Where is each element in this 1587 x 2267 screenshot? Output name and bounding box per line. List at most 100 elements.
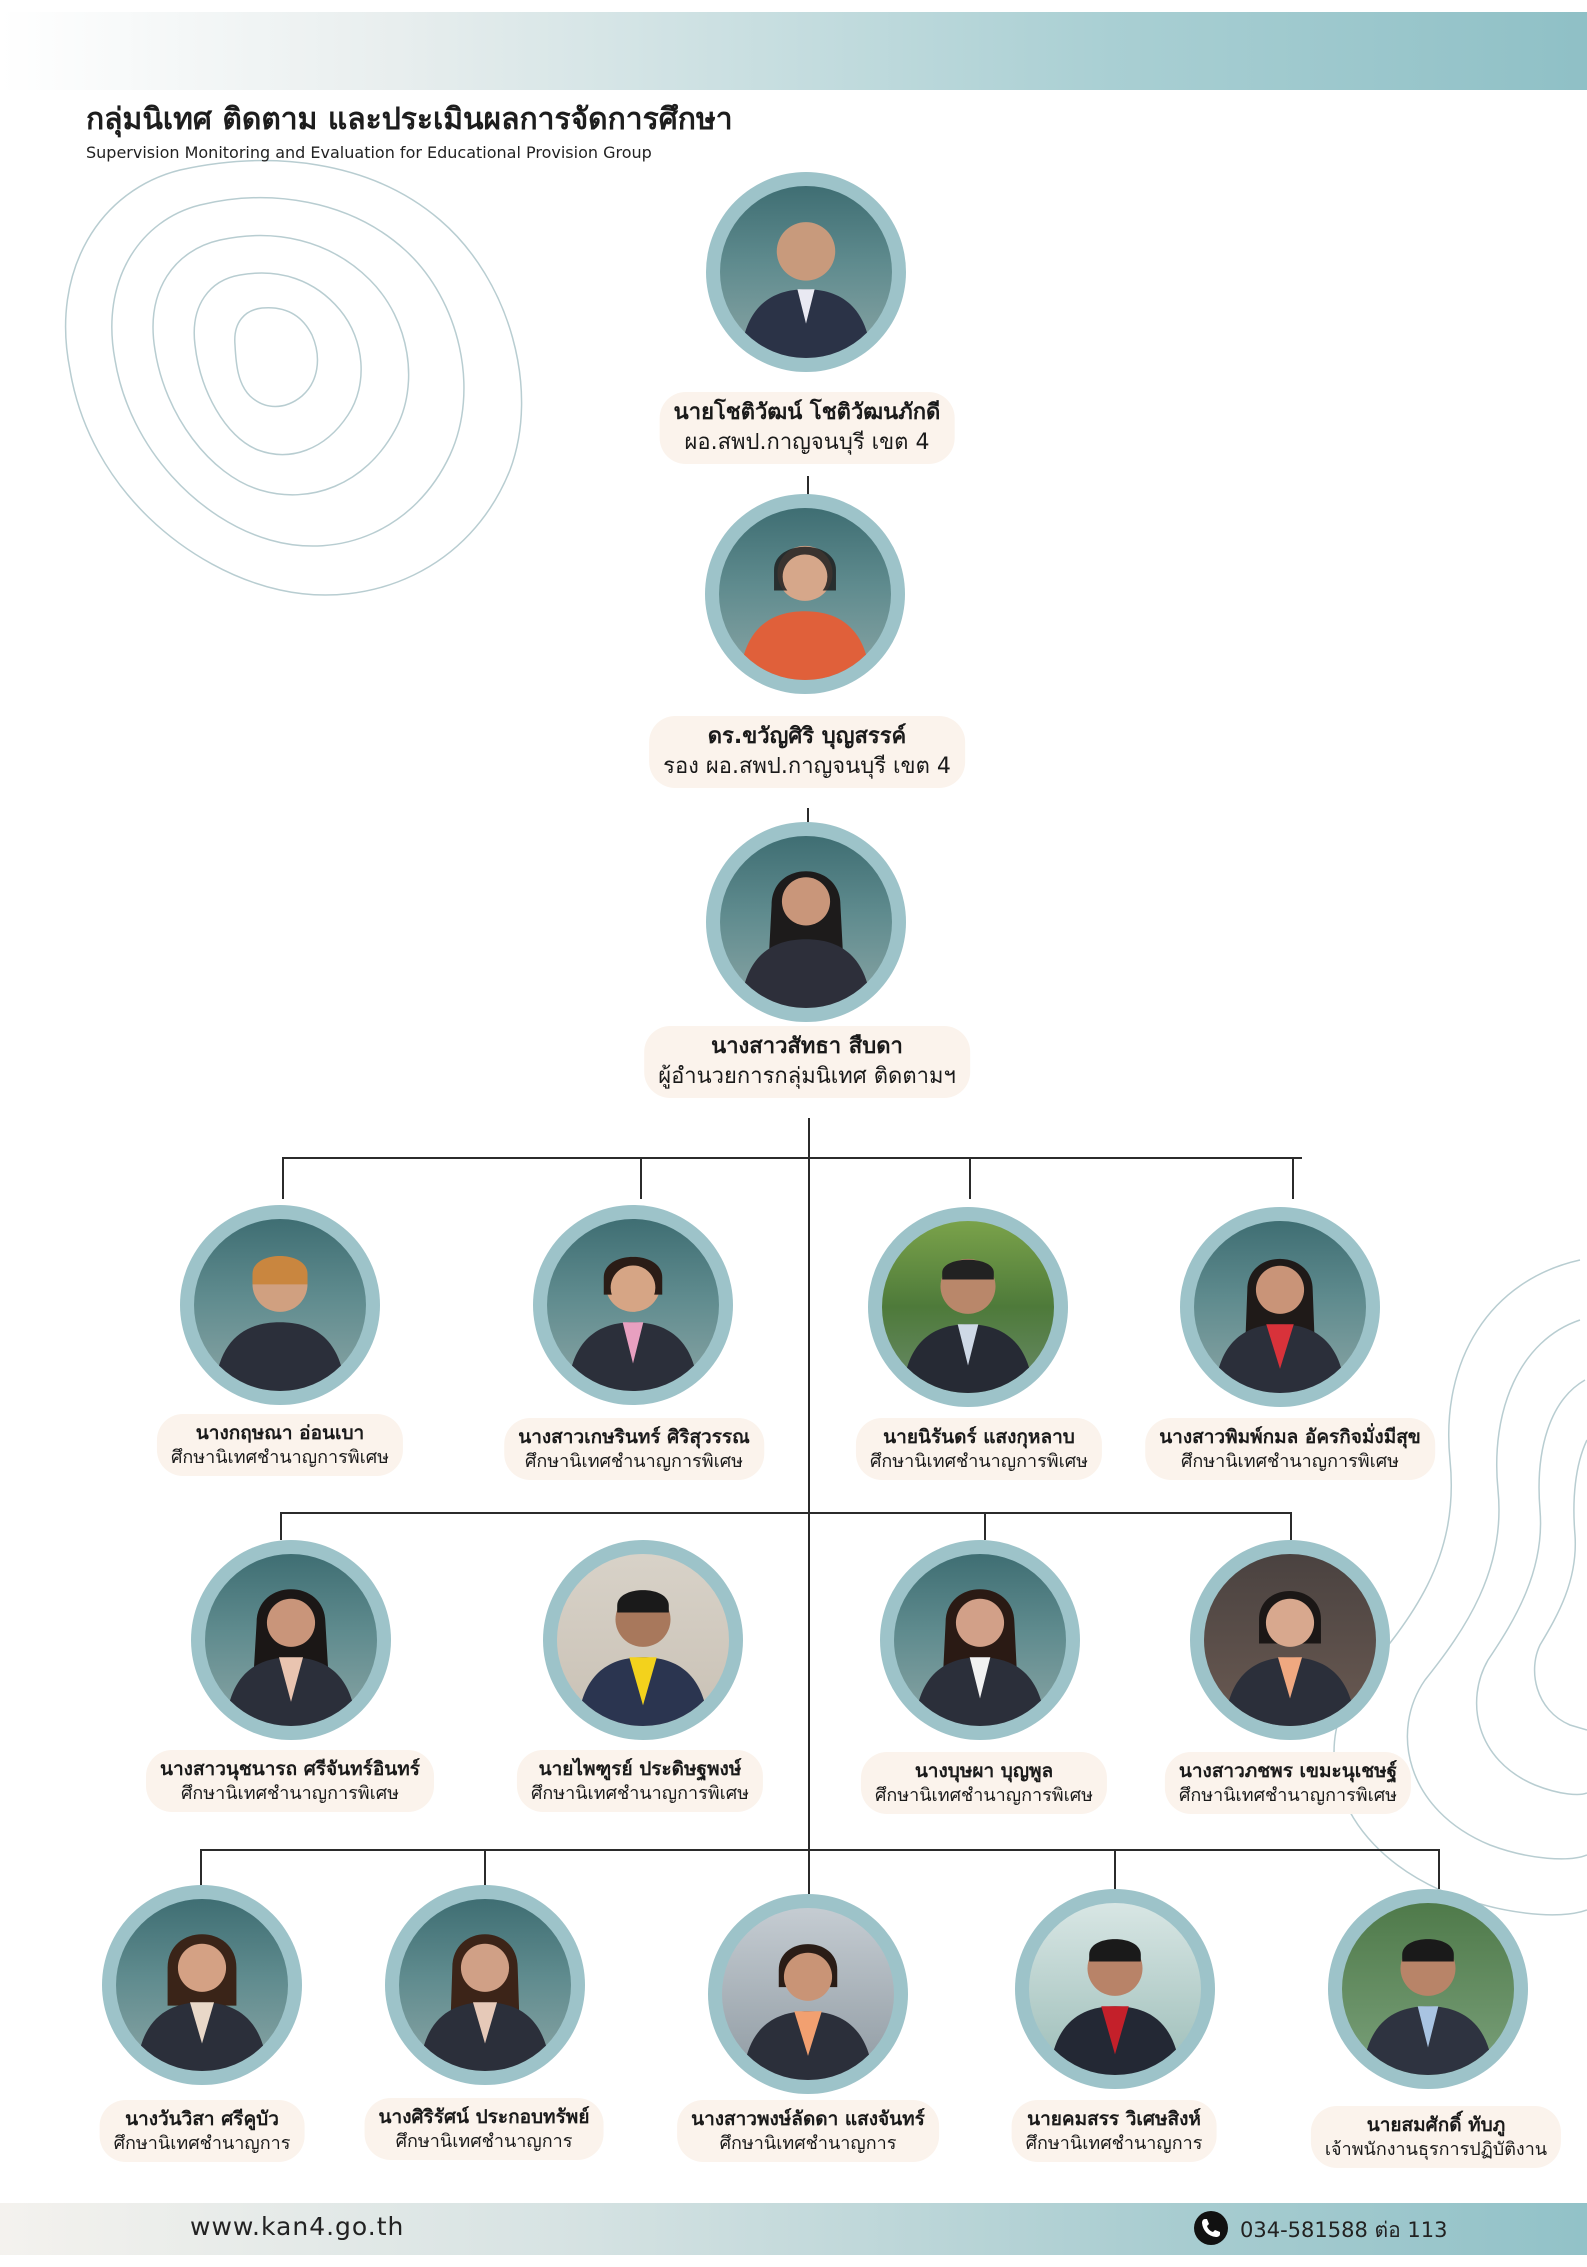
connector-deputy-group-director — [807, 808, 809, 824]
row3-2-position: ศึกษานิเทศชำนาญการ — [395, 2131, 573, 2152]
row2-3-position: ศึกษานิเทศชำนาญการพิเศษ — [874, 1785, 1094, 1806]
director-name: นายโชติวัฒน์ โชติวัฒนภักดี — [673, 400, 941, 425]
connector-row1-drop-2 — [640, 1157, 642, 1199]
avatar-row1-4 — [1180, 1207, 1380, 1407]
row2-2-label: นายไพฑูรย์ ประดิษฐพงษ์ ศึกษานิเทศชำนาญกา… — [516, 1750, 764, 1812]
director-label: นายโชติวัฒน์ โชติวัฒนภักดี ผอ.สพป.กาญจนบ… — [659, 392, 955, 464]
row1-4-position: ศึกษานิเทศชำนาญการพิเศษ — [1180, 1451, 1400, 1472]
connector-row3-drop-1 — [200, 1849, 202, 1889]
row3-1-label: นางวันวิสา ศรีคูบัว ศึกษานิเทศชำนาญการ — [99, 2100, 305, 2162]
page-title: กลุ่มนิเทศ ติดตาม และประเมินผลการจัดการศ… — [86, 102, 733, 137]
row2-2-name: นายไพฑูรย์ ประดิษฐพงษ์ — [538, 1758, 742, 1780]
row2-3-label: นางบุษผา บุญพูล ศึกษานิเทศชำนาญการพิเศษ — [860, 1752, 1108, 1814]
row3-2-label: นางศิริรัศน์ ประกอบทรัพย์ ศึกษานิเทศชำนา… — [364, 2098, 604, 2160]
row2-2-position: ศึกษานิเทศชำนาญการพิเศษ — [530, 1783, 750, 1804]
avatar-director — [706, 172, 906, 372]
row1-1-name: นางกฤษณา อ่อนเบา — [195, 1422, 365, 1444]
row3-4-label: นายคมสรร วิเศษสิงห์ ศึกษานิเทศชำนาญการ — [1011, 2100, 1217, 2162]
avatar-deputy — [705, 494, 905, 694]
row1-2-position: ศึกษานิเทศชำนาญการพิเศษ — [524, 1451, 744, 1472]
avatar-row1-2 — [533, 1205, 733, 1405]
connector-row1-drop-4 — [1292, 1157, 1294, 1199]
row3-4-position: ศึกษานิเทศชำนาญการ — [1025, 2133, 1203, 2154]
connector-row2-drop-3 — [984, 1512, 986, 1540]
group-director-label: นางสาวสัทธา สืบดา ผู้อำนวยการกลุ่มนิเทศ … — [644, 1026, 970, 1098]
row1-3-name: นายนิรันดร์ แสงกุหลาบ — [883, 1426, 1075, 1448]
row3-4-name: นายคมสรร วิเศษสิงห์ — [1027, 2108, 1201, 2130]
header-band — [0, 12, 1587, 90]
row3-1-position: ศึกษานิเทศชำนาญการ — [113, 2133, 291, 2154]
connector-row3-drop-2 — [484, 1849, 486, 1889]
connector-row2-bar — [280, 1512, 1292, 1514]
person-photo-icon — [1362, 1939, 1494, 2075]
row2-1-name: นางสาวนุชนารถ ศรีจันทร์อินทร์ — [160, 1758, 420, 1780]
row3-2-name: นางศิริรัศน์ ประกอบทรัพย์ — [378, 2106, 590, 2128]
person-photo-icon — [577, 1590, 709, 1726]
connector-row1-bar — [282, 1157, 1302, 1159]
avatar-row3-5 — [1328, 1889, 1528, 2089]
avatar-row1-1 — [180, 1205, 380, 1405]
row2-4-position: ศึกษานิเทศชำนาญการพิเศษ — [1178, 1785, 1398, 1806]
connector-director-deputy — [807, 476, 809, 496]
avatar-row3-3 — [708, 1894, 908, 2094]
connector-row3-bar — [200, 1849, 1440, 1851]
connector-row2-drop-4 — [1290, 1512, 1292, 1540]
row3-3-name: นางสาวพงษ์ลัดดา แสงจันทร์ — [691, 2108, 925, 2130]
person-photo-icon — [1049, 1939, 1181, 2075]
person-photo-icon — [739, 545, 871, 680]
topographic-decoration-left — [64, 159, 523, 596]
person-photo-icon — [1214, 1258, 1346, 1393]
deputy-position: รอง ผอ.สพป.กาญจนบุรี เขต 4 — [663, 754, 951, 779]
row1-3-label: นายนิรันดร์ แสงกุหลาบ ศึกษานิเทศชำนาญการ… — [855, 1418, 1103, 1480]
person-photo-icon — [214, 1255, 346, 1391]
deputy-name: ดร.ขวัญศิริ บุญสรรค์ — [707, 724, 907, 749]
row1-1-label: นางกฤษณา อ่อนเบา ศึกษานิเทศชำนาญการพิเศษ — [156, 1414, 404, 1476]
row1-4-name: นางสาวพิมพ์กมล อัครกิจมั่งมีสุข — [1159, 1426, 1421, 1448]
connector-row1-drop-1 — [282, 1157, 284, 1199]
group-director-position: ผู้อำนวยการกลุ่มนิเทศ ติดตามฯ — [658, 1064, 956, 1089]
person-photo-icon — [225, 1589, 357, 1726]
avatar-row2-4 — [1190, 1540, 1390, 1740]
person-photo-icon — [740, 871, 872, 1008]
row1-3-position: ศึกษานิเทศชำนาญการพิเศษ — [869, 1451, 1089, 1472]
phone-number: 034-581588 ต่อ 113 — [1240, 2218, 1448, 2242]
person-photo-icon — [136, 1934, 268, 2071]
row2-4-name: นางสาวภชพร เขมะนุเชษฐ์ — [1178, 1760, 1398, 1782]
row1-2-name: นางสาวเกษรินทร์ ศิริสุวรรณ — [518, 1426, 750, 1448]
deputy-label: ดร.ขวัญศิริ บุญสรรค์ รอง ผอ.สพป.กาญจนบุร… — [649, 716, 965, 788]
footer-band — [0, 2203, 1587, 2255]
row1-1-position: ศึกษานิเทศชำนาญการพิเศษ — [170, 1447, 390, 1468]
row3-3-label: นางสาวพงษ์ลัดดา แสงจันทร์ ศึกษานิเทศชำนา… — [677, 2100, 939, 2162]
person-photo-icon — [567, 1256, 699, 1391]
person-photo-icon — [1224, 1590, 1356, 1726]
row2-1-label: นางสาวนุชนารถ ศรีจันทร์อินทร์ ศึกษานิเทศ… — [146, 1750, 434, 1812]
row3-5-label: นายสมศักดิ์ ทับภู เจ้าพนักงานธุรการปฏิบั… — [1310, 2106, 1562, 2168]
row1-2-label: นางสาวเกษรินทร์ ศิริสุวรรณ ศึกษานิเทศชำน… — [504, 1418, 764, 1480]
phone-icon — [1194, 2211, 1228, 2245]
row1-4-label: นางสาวพิมพ์กมล อัครกิจมั่งมีสุข ศึกษานิเ… — [1145, 1418, 1435, 1480]
row2-3-name: นางบุษผา บุญพูล — [914, 1760, 1054, 1782]
group-director-name: นางสาวสัทธา สืบดา — [711, 1034, 903, 1059]
website-link[interactable]: www.kan4.go.th — [190, 2212, 405, 2241]
person-photo-icon — [740, 222, 872, 358]
avatar-group-director — [706, 822, 906, 1022]
avatar-row3-2 — [385, 1885, 585, 2085]
row3-1-name: นางวันวิสา ศรีคูบัว — [125, 2108, 279, 2130]
avatar-row1-3 — [868, 1207, 1068, 1407]
person-photo-icon — [902, 1258, 1034, 1393]
avatar-row3-4 — [1015, 1889, 1215, 2089]
person-photo-icon — [419, 1934, 551, 2071]
connector-row3-drop-5 — [1438, 1849, 1440, 1889]
row2-1-position: ศึกษานิเทศชำนาญการพิเศษ — [180, 1783, 400, 1804]
person-photo-icon — [914, 1589, 1046, 1726]
page-subtitle: Supervision Monitoring and Evaluation fo… — [86, 143, 652, 162]
row2-4-label: นางสาวภชพร เขมะนุเชษฐ์ ศึกษานิเทศชำนาญกา… — [1164, 1752, 1412, 1814]
avatar-row2-1 — [191, 1540, 391, 1740]
connector-row1-drop-3 — [969, 1157, 971, 1199]
director-position: ผอ.สพป.กาญจนบุรี เขต 4 — [684, 430, 930, 455]
avatar-row3-1 — [102, 1885, 302, 2085]
connector-row2-drop-1 — [280, 1512, 282, 1540]
row3-5-position: เจ้าพนักงานธุรการปฏิบัติงาน — [1324, 2139, 1548, 2160]
connector-row3-drop-4 — [1114, 1849, 1116, 1889]
connector-trunk — [808, 1118, 810, 1894]
